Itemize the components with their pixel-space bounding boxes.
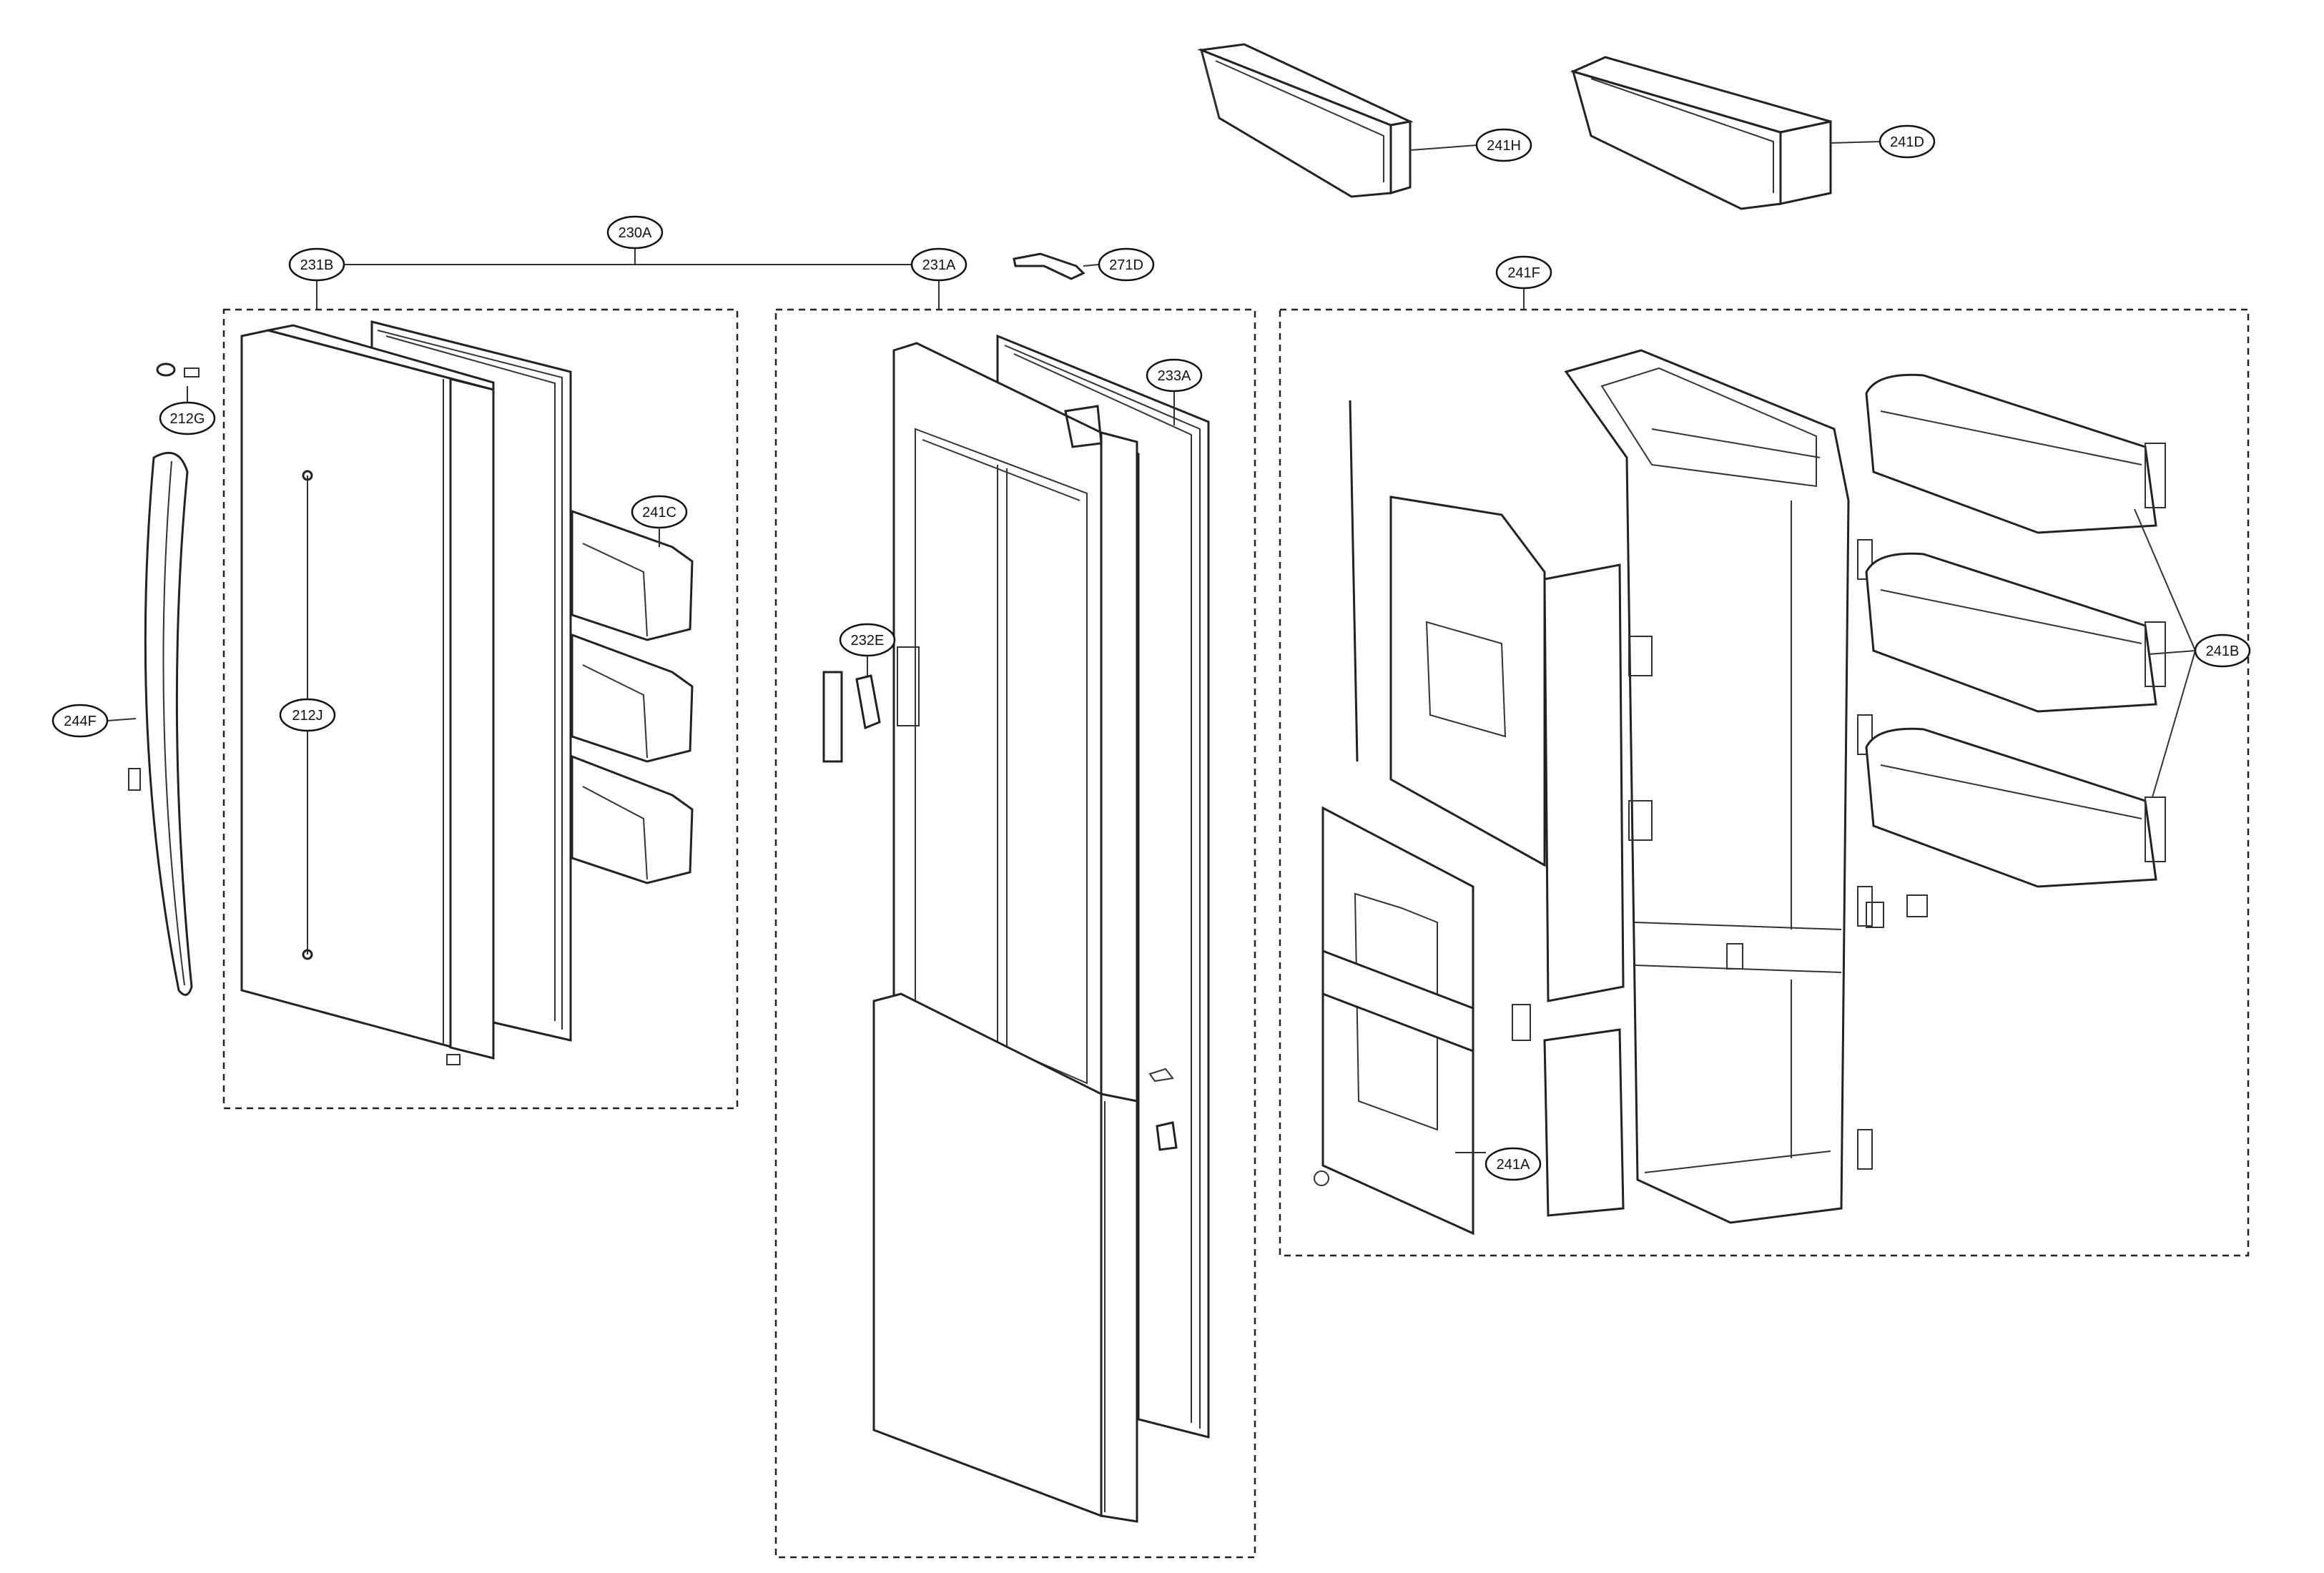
svg-text:241C: 241C — [642, 505, 676, 521]
door-right-231A — [822, 334, 1210, 1523]
handle-244F — [128, 451, 193, 996]
svg-text:230A: 230A — [619, 225, 652, 241]
svg-text:241H: 241H — [1487, 138, 1521, 154]
bins-241B — [1865, 373, 2166, 888]
callout-241F: 241F — [1495, 255, 1552, 290]
leader-241H — [1409, 144, 1478, 151]
svg-text:212G: 212G — [170, 411, 205, 427]
leader-244F — [107, 718, 137, 721]
svg-text:241B: 241B — [2206, 644, 2240, 659]
svg-text:271D: 271D — [1109, 257, 1143, 273]
bin-241D — [1570, 56, 1832, 210]
callout-212J: 212J — [279, 698, 336, 732]
assembly-box-left-door — [222, 308, 739, 1110]
callout-230A: 230A — [606, 215, 664, 250]
callout-244F: 244F — [51, 704, 109, 738]
door-liner-241F — [1314, 349, 1928, 1236]
callout-231A: 231A — [910, 247, 967, 282]
callout-241C: 241C — [631, 495, 688, 529]
svg-text:244F: 244F — [64, 714, 97, 729]
callout-232E: 232E — [839, 623, 896, 657]
svg-text:241A: 241A — [1497, 1157, 1530, 1173]
callout-231B: 231B — [288, 247, 345, 282]
bin-241H — [1197, 43, 1414, 198]
callout-233A: 233A — [1146, 358, 1203, 393]
assembly-box-door-liner — [1279, 308, 2250, 1257]
callout-271D: 271D — [1098, 247, 1155, 282]
leader-271D — [1083, 264, 1100, 267]
leader-230A — [316, 248, 1525, 310]
door-left-231B — [240, 320, 572, 1065]
callout-212G: 212G — [159, 401, 216, 435]
svg-text:232E: 232E — [851, 633, 885, 649]
bins-241C — [571, 509, 694, 884]
svg-text:233A: 233A — [1158, 368, 1191, 384]
part-271D — [1013, 252, 1085, 280]
part-212G — [156, 363, 200, 378]
callout-241D: 241D — [1879, 124, 1936, 159]
svg-text:231A: 231A — [922, 257, 956, 273]
svg-text:241F: 241F — [1507, 265, 1540, 281]
svg-text:241D: 241D — [1890, 134, 1924, 150]
leader-241B — [2134, 508, 2196, 798]
assembly-box-right-door — [774, 308, 1256, 1559]
callout-241A: 241A — [1484, 1147, 1542, 1181]
callout-241B: 241B — [2194, 633, 2251, 668]
leader-241D — [1830, 141, 1881, 144]
svg-text:231B: 231B — [300, 257, 334, 273]
callout-241H: 241H — [1475, 128, 1532, 162]
svg-text:212J: 212J — [292, 708, 322, 724]
